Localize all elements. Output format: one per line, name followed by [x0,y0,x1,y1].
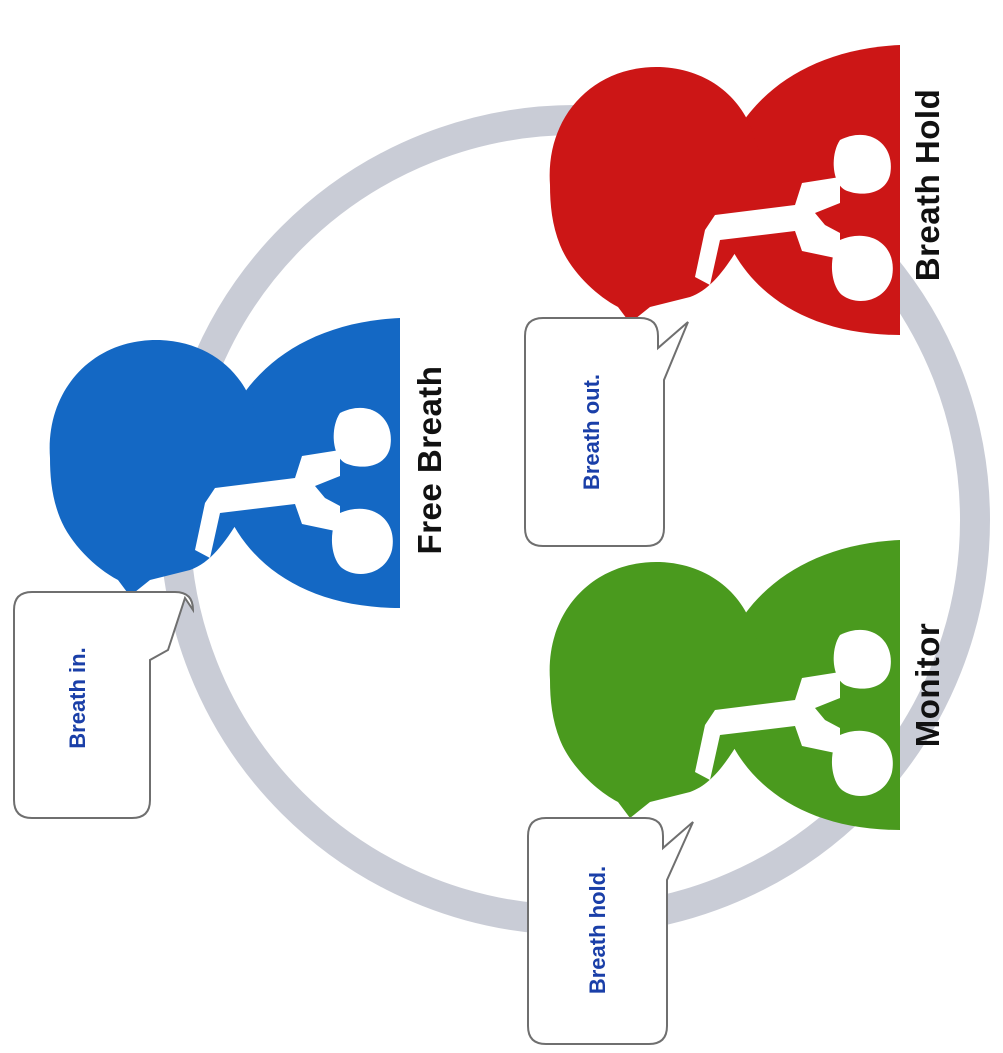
speech-bubble-breath-out [524,317,689,547]
head-lungs-icon-green [549,540,900,830]
head-lungs-icon-blue [49,318,400,608]
speech-bubble-breath-hold [527,817,694,1045]
speech-bubble-breath-in [13,591,195,819]
head-lungs-icon-red [549,45,900,335]
